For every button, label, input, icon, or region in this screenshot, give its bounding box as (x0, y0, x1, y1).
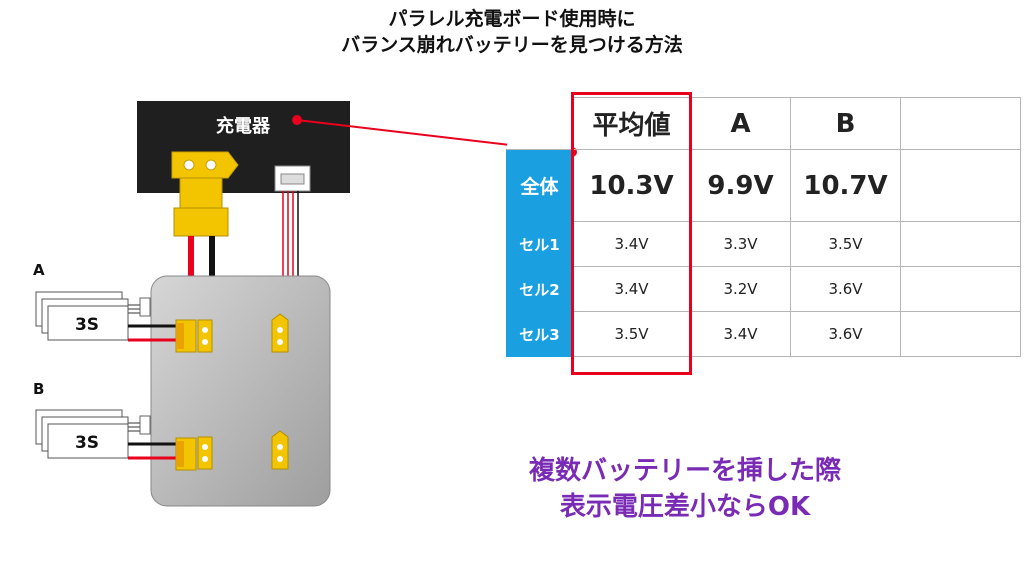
charger: 充電器 (137, 101, 350, 193)
table-cell (900, 149, 1021, 222)
conclusion-line-2: 表示電圧差小ならOK (559, 492, 811, 522)
balance-wires (281, 191, 300, 287)
table-cell: 10.7V (790, 149, 901, 222)
table-cell: 10.3V (572, 149, 691, 222)
table-cell: 3.5V (790, 221, 901, 267)
board-balance-port-a (271, 313, 289, 353)
table-cell: 3.4V (572, 266, 691, 312)
board-balance-port-b (271, 430, 289, 470)
conclusion-line-1: 複数バッテリーを挿した際 (528, 456, 841, 486)
table-cell: 3.4V (572, 221, 691, 267)
battery-b-pack: 3S (75, 433, 99, 453)
charger-body (137, 101, 350, 193)
charger-xt60-port (171, 151, 239, 179)
table-row: セル2 3.4V 3.2V 3.6V (506, 266, 1021, 312)
battery-a-label: A (33, 261, 45, 279)
battery-a: 3S (35, 291, 197, 353)
table-row: セル1 3.4V 3.3V 3.5V (506, 221, 1021, 267)
voltage-table: 平均値 A B 全体 10.3V 9.9V 10.7V セル1 3.4V 3.3… (506, 97, 1021, 357)
page-title: パラレル充電ボード使用時に バランス崩れバッテリーを見つける方法 (0, 6, 1024, 58)
callout-dot (292, 115, 302, 125)
conclusion-text: 複数バッテリーを挿した際 表示電圧差小ならOK (440, 453, 930, 525)
table-row: 全体 10.3V 9.9V 10.7V (506, 149, 1021, 222)
table-cell (900, 266, 1021, 312)
table-cell: 3.6V (790, 266, 901, 312)
table-cell: 3.3V (690, 221, 791, 267)
table-cell (900, 221, 1021, 267)
row-label-cell3: セル3 (506, 311, 573, 357)
table-cell (900, 311, 1021, 357)
title-line-2: バランス崩れバッテリーを見つける方法 (341, 34, 683, 56)
table-corner (506, 97, 573, 150)
title-line-1: パラレル充電ボード使用時に (388, 8, 636, 30)
board-xt60-port-b (197, 436, 213, 470)
main-xt60-plug (173, 177, 229, 285)
table-cell: 3.5V (572, 311, 691, 357)
table-cell: 3.2V (690, 266, 791, 312)
header-a: A (690, 97, 791, 150)
row-label-cell2: セル2 (506, 266, 573, 312)
row-label-cell1: セル1 (506, 221, 573, 267)
battery-a-pack: 3S (75, 315, 99, 335)
battery-b-label: B (33, 380, 44, 398)
header-b: B (790, 97, 901, 150)
table-cell: 3.6V (790, 311, 901, 357)
board-xt60-port-a (197, 319, 213, 353)
table-row: セル3 3.5V 3.4V 3.6V (506, 311, 1021, 357)
charger-label: 充電器 (216, 115, 271, 137)
battery-b: 3S (35, 409, 197, 471)
header-empty (900, 97, 1021, 150)
average-column-highlight (571, 92, 692, 375)
row-label-total: 全体 (506, 149, 573, 222)
table-cell: 9.9V (690, 149, 791, 222)
parallel-board (150, 275, 331, 507)
table-header-row: 平均値 A B (506, 97, 1021, 150)
table-cell: 3.4V (690, 311, 791, 357)
